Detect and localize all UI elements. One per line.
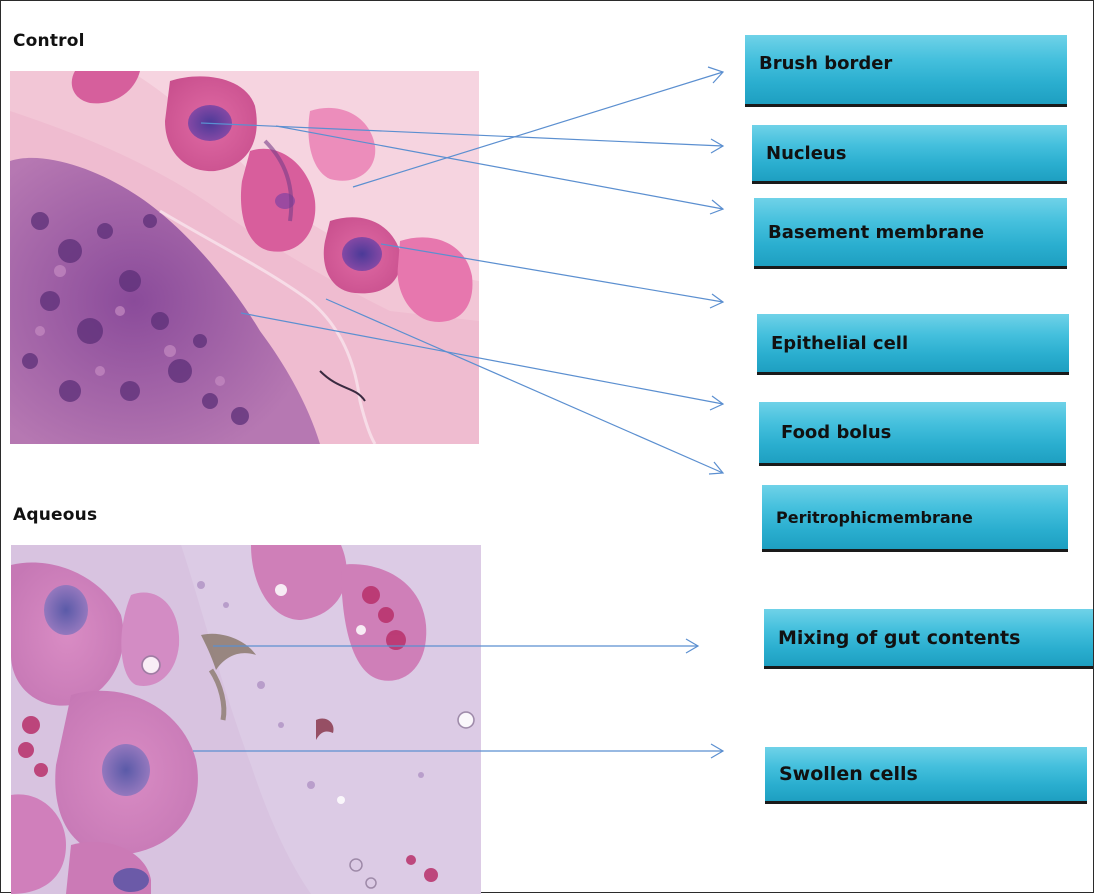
control-micrograph (10, 71, 479, 444)
label-basement-membrane: Basement membrane (754, 198, 1067, 269)
aqueous-title: Aqueous (13, 505, 97, 525)
label-epithelial-cell: Epithelial cell (757, 314, 1069, 375)
control-title: Control (13, 31, 85, 51)
label-peritrophic-membrane: Peritrophicmembrane (762, 485, 1068, 552)
label-mixing-of-gut-contents: Mixing of gut contents (764, 609, 1093, 669)
label-swollen-cells: Swollen cells (765, 747, 1087, 804)
label-nucleus: Nucleus (752, 125, 1067, 184)
label-brush-border: Brush border (745, 35, 1067, 107)
label-food-bolus: Food bolus (759, 402, 1066, 466)
aqueous-micrograph (11, 545, 481, 894)
